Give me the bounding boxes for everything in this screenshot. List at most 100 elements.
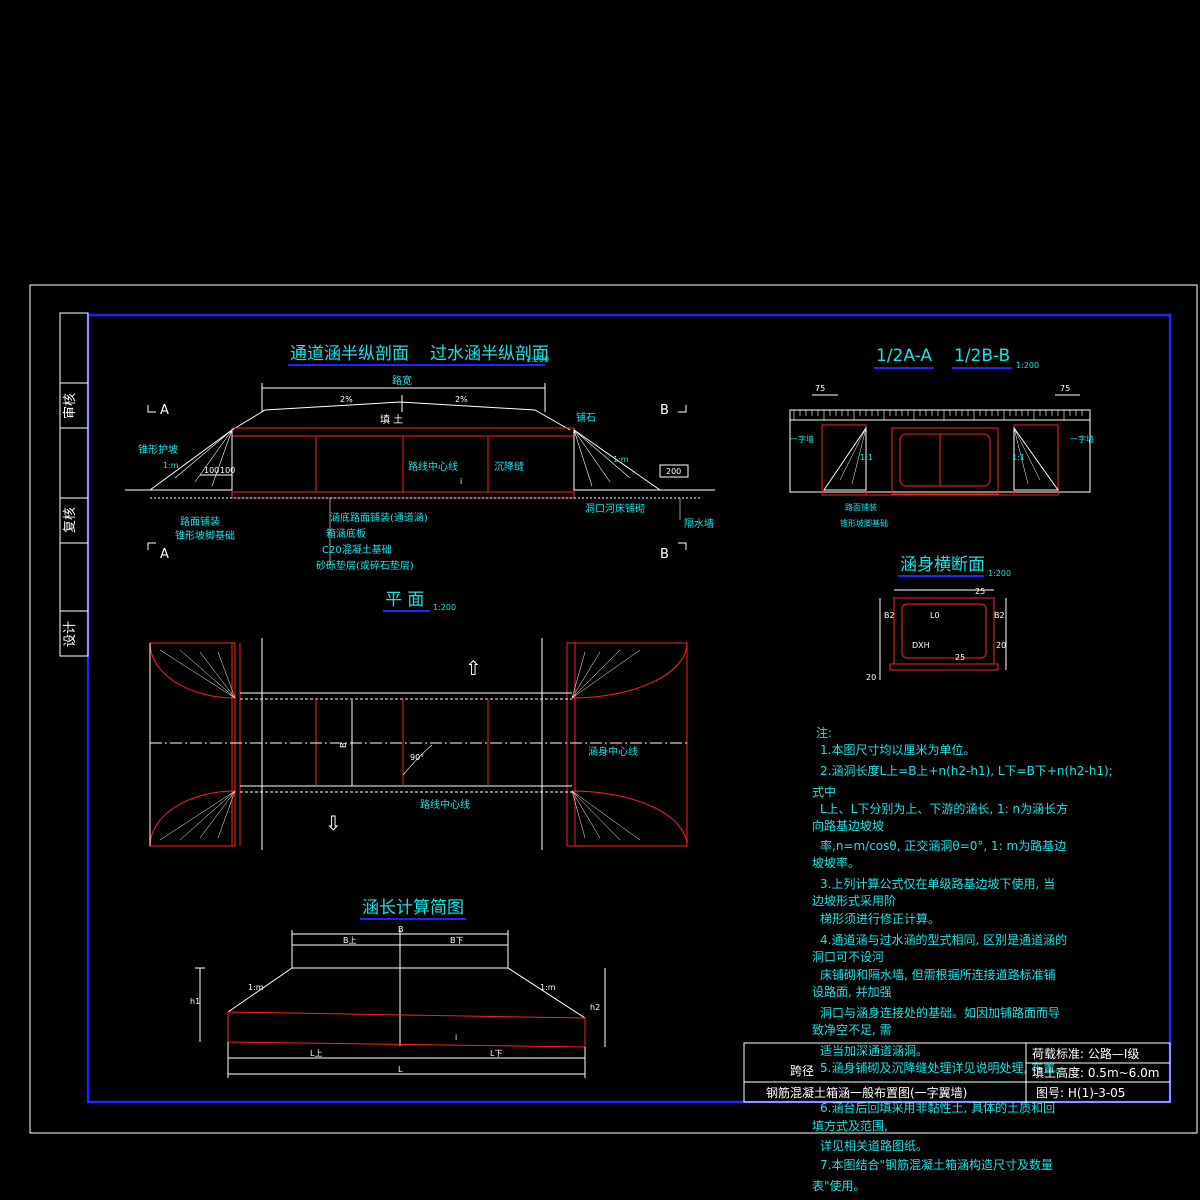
long-section-title-right: 过水涵半纵剖面 [430, 344, 549, 364]
cross-dim-5: 20 [996, 641, 1006, 650]
long-i-label: i [460, 477, 462, 486]
note-line: 表"使用。 [812, 1178, 866, 1193]
calc-l-total: L [398, 1065, 403, 1074]
ruler-ticks [793, 410, 1083, 420]
half-section-title-b: 1/2B-B [954, 346, 1010, 366]
calc-b-up: B上 [343, 936, 357, 945]
title-span-label: 跨径 [790, 1064, 814, 1078]
plan-title: 平 面 [385, 590, 424, 610]
label-box-floor: 箱涵底板 [326, 527, 366, 540]
section-b-bottom: B [660, 547, 669, 562]
side-label-review: 审核 [63, 393, 78, 419]
cross-dim-6: 25 [955, 653, 965, 662]
length-calc-diagram: 涵长计算简图 B B上 B下 1:m 1:m i h1 h2 L上 L下 L [190, 898, 606, 1078]
calc-slope-right: 1:m [540, 983, 556, 992]
label-cone-base: 锥形坡脚基础 [175, 529, 235, 542]
label-portal-paving: 洞口河床铺砌 [585, 502, 645, 515]
label-gravel: 砂砾垫层(或碎石垫层) [316, 559, 414, 572]
note-line: 洞口可不设河 [812, 950, 884, 964]
calc-l-down: L下 [490, 1049, 502, 1058]
half-ratio-left: 1:1 [860, 453, 873, 462]
half-section-scale: 1:200 [1016, 361, 1039, 370]
title-fill-height: 填土高度: 0.5m~6.0m [1032, 1065, 1159, 1080]
label-paving-stone: 铺石 [576, 411, 596, 424]
plan-view: 平 面 1:200 [149, 590, 688, 850]
sheet-frame [29, 284, 1198, 1134]
section-b-top: B [660, 403, 669, 418]
half-cone-base: 锥形坡脚基础 [840, 518, 888, 528]
note-line: 3.上列计算公式仅在单级路基边坡下使用, 当 [820, 876, 1055, 891]
wing-wall-left: 一字墙 [790, 434, 814, 444]
cross-dim-1: B2 [884, 611, 895, 620]
dim-100-b: 100 [220, 466, 235, 475]
arrow-down-icon: ⇩ [325, 811, 342, 835]
note-line: 率,n=m/cosθ, 正交涵洞θ=0°, 1: m为路基边 [820, 838, 1066, 853]
note-line: 设路面, 并加强 [812, 984, 892, 999]
note-line: 适当加深通道涵洞。 [820, 1044, 928, 1058]
label-road-paving: 路面铺装 [180, 515, 220, 528]
calc-slope-left: 1:m [248, 983, 264, 992]
calc-h-left: h1 [190, 997, 200, 1006]
calc-i-label: i [455, 1033, 457, 1042]
title-drawing-title: 钢筋混凝土箱涵一般布置图(一字翼墙) [766, 1085, 967, 1100]
note-line: 边坡形式采用阶 [812, 894, 896, 908]
note-line: 坡坡率。 [812, 855, 860, 870]
road-width-label: 路宽 [392, 374, 412, 387]
note-line: 洞口与涵身连接处的基础。如因加铺路面而导 [820, 1005, 1060, 1020]
section-a-bottom: A [160, 547, 169, 562]
arrow-up-icon: ⇧ [465, 656, 482, 680]
notes: 注: 1.本图尺寸均以厘米为单位。 2.涵洞长度L上=B上+n(h2-h1), … [812, 725, 1113, 1193]
culvert-cross-section: 涵身横断面 1:200 25 B2 L0 B2 DXH 20 25 20 [866, 555, 1011, 682]
note-line: L上、L下分别为上、下游的涵长, 1: n为涵长方 [820, 801, 1068, 816]
calc-l-up: L上 [310, 1049, 322, 1058]
length-calc-title: 涵长计算简图 [362, 898, 464, 918]
long-slope-ratio-right: 1:m [613, 455, 629, 464]
calc-total-b: B [398, 925, 404, 934]
side-label-column: 审核 复核 设计 [59, 312, 89, 657]
long-section-scale: 1:200 [526, 355, 549, 364]
note-line: 式中 [812, 784, 836, 799]
calc-b-down: B下 [450, 936, 464, 945]
cross-section-scale: 1:200 [988, 569, 1011, 578]
slope-right-label: 2% [455, 395, 468, 404]
half-road-paving: 路面铺装 [845, 502, 877, 512]
note-line: 4.通道涵与过水涵的型式相同, 区别是通道涵的 [820, 932, 1067, 947]
note-line: 梯形须进行修正计算。 [820, 911, 940, 926]
long-slope-ratio-left: 1:m [163, 461, 179, 470]
label-road-center: 路线中心线 [408, 460, 458, 473]
wing-wall-right: 一字墙 [1070, 434, 1094, 444]
note-line: 2.涵洞长度L上=B上+n(h2-h1), L下=B下+n(h2-h1); [820, 763, 1113, 778]
plan-road-center: 路线中心线 [420, 798, 470, 811]
note-line: 致净空不足, 需 [812, 1023, 892, 1037]
title-block: 荷载标准: 公路—Ⅰ级 跨径 填土高度: 0.5m~6.0m 钢筋混凝土箱涵一般… [743, 1042, 1171, 1103]
cross-dim-0: 25 [975, 587, 985, 596]
cross-dim-3: B2 [994, 611, 1005, 620]
title-load: 荷载标准: 公路—Ⅰ级 [1032, 1046, 1139, 1061]
calc-h-right: h2 [590, 1003, 600, 1012]
dim-200: 200 [666, 467, 681, 476]
dim-75-left: 75 [815, 384, 825, 393]
plan-angle: 90° [410, 753, 424, 762]
dim-75-right: 75 [1060, 384, 1070, 393]
note-line: 详见相关道路图纸。 [820, 1138, 928, 1153]
notes-heading: 注: [816, 725, 832, 740]
cross-dim-7: 20 [866, 673, 876, 682]
label-c20-base: C20混凝土基础 [322, 543, 392, 556]
cross-dim-2: L0 [930, 611, 940, 620]
note-line: 6.涵台后回填采用非黏性土, 具体的土质和回 [820, 1100, 1055, 1115]
drawing-border [86, 313, 1172, 1104]
long-section-title-left: 通道涵半纵剖面 [290, 344, 409, 364]
label-culvert-paving: 涵底路面铺装(通道涵) [330, 511, 428, 524]
plan-culvert-center: 涵身中心线 [588, 745, 638, 758]
side-label-design: 设计 [63, 621, 78, 647]
label-cone-guard: 锥形护坡 [138, 443, 178, 456]
note-line: 5.涵身铺砌及沉降缝处理详见说明处理, 布置。 [820, 1060, 1067, 1075]
label-cutoff-wall: 隔水墙 [684, 517, 714, 530]
title-drawing-no: 图号: H(1)-3-05 [1036, 1086, 1125, 1100]
half-ratio-right: 1:1 [1012, 453, 1025, 462]
cross-dim-4: DXH [912, 641, 930, 650]
note-line: 1.本图尺寸均以厘米为单位。 [820, 742, 975, 757]
dim-100-a: 100 [204, 466, 219, 475]
slope-left-label: 2% [340, 395, 353, 404]
